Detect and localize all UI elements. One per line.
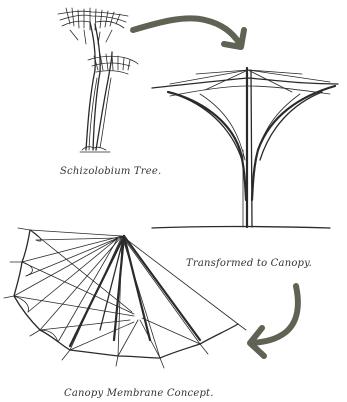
membrane-concept-sketch [4,228,246,368]
transform-caption: Transformed to Canopy. [186,258,312,269]
membrane-caption: Canopy Membrane Concept. [64,388,214,399]
arrow-to-canopy [133,18,244,47]
schizolobium-tree-sketch [58,8,138,152]
canopy-transform-sketch [152,68,338,228]
arrow-to-membrane [250,286,298,356]
tree-caption: Schizolobium Tree. [60,166,161,177]
